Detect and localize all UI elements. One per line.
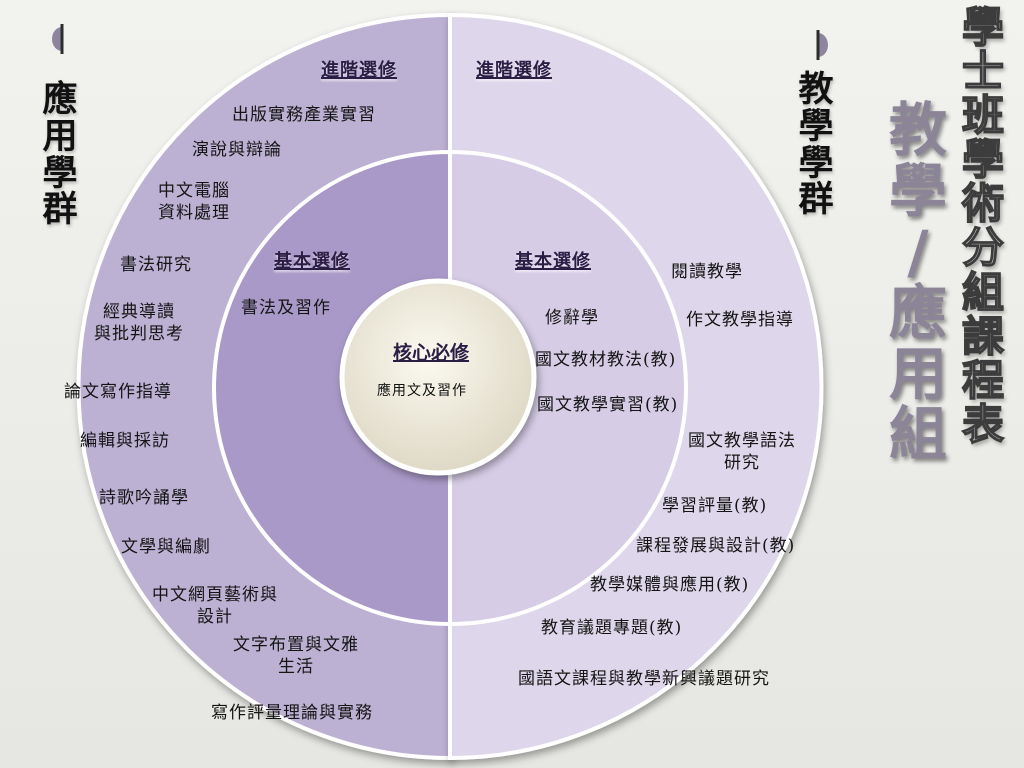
course-label: 演說與辯論 — [192, 140, 282, 160]
course-label: 課程發展與設計(教) — [636, 536, 796, 556]
course-label: 編輯與採訪 — [80, 431, 170, 451]
course-label: 寫作評量理論與實務 — [211, 703, 373, 723]
track-title: 教 學 / 應 用 組 — [888, 96, 949, 469]
right-inner-ring — [448, 149, 688, 627]
left-tab-icon — [52, 24, 64, 54]
core-circle — [339, 278, 537, 476]
course-label: 教育議題專題(教) — [541, 618, 683, 638]
course-label: 文學與編劇 — [121, 537, 211, 557]
course-label: 中文電腦 資料處理 — [158, 181, 230, 223]
course-label: 國文教材教法(教) — [535, 350, 677, 370]
course-label: 詩歌吟誦學 — [99, 488, 189, 508]
left-basic-header: 基本選修 — [274, 251, 350, 272]
course-label: 國文教學語法 研究 — [688, 431, 796, 473]
course-label: 書法研究 — [120, 255, 192, 275]
course-label: 出版實務產業實習 — [232, 105, 376, 125]
course-label: 教學媒體與應用(教) — [590, 575, 750, 595]
right-advanced-header: 進階選修 — [476, 60, 552, 81]
right-tab-icon — [816, 30, 828, 60]
course-label: 中文網頁藝術與 設計 — [152, 585, 278, 627]
program-title: 學 士 班 學 術 分 組 課 程 表 — [961, 3, 1005, 449]
course-label: 國語文課程與教學新興議題研究 — [518, 669, 770, 689]
course-label: 修辭學 — [545, 308, 599, 328]
course-label: 學習評量(教) — [662, 496, 768, 516]
core-header: 核心必修 — [393, 342, 470, 364]
course-label: 作文教學指導 — [686, 310, 794, 330]
course-label: 經典導讀 與批判思考 — [94, 302, 184, 344]
course-label: 文字布置與文雅 生活 — [233, 635, 359, 677]
course-label: 書法及習作 — [241, 298, 331, 318]
group-label-teaching: 教 學 學 群 — [798, 69, 834, 221]
course-label: 國文教學實習(教) — [537, 395, 679, 415]
core-course: 應用文及習作 — [377, 383, 467, 399]
course-label: 論文寫作指導 — [64, 382, 172, 402]
group-label-applied: 應 用 學 群 — [42, 79, 78, 231]
right-basic-header: 基本選修 — [515, 251, 591, 272]
course-label: 閱讀教學 — [671, 262, 743, 282]
left-advanced-header: 進階選修 — [321, 60, 397, 81]
left-inner-ring — [212, 149, 452, 627]
